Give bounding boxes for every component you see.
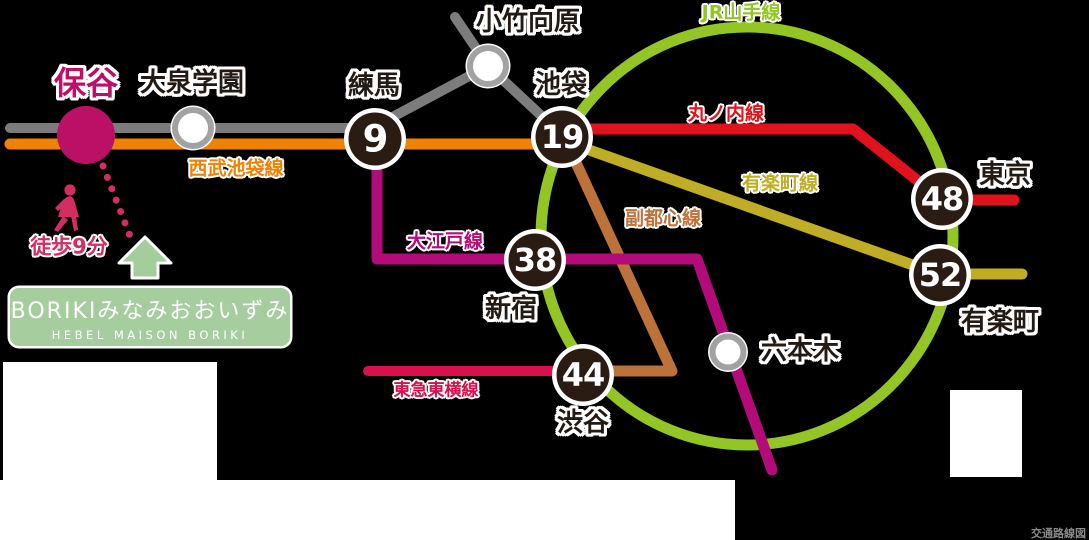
location-arrow-icon bbox=[117, 235, 173, 280]
station-label-shinjuku: 新宿 bbox=[484, 294, 538, 324]
line-label-fukutoshin: 副都心線 bbox=[624, 207, 702, 230]
station-label-tokyo: 東京 bbox=[978, 160, 1032, 190]
station-circle-roppongi bbox=[708, 332, 748, 372]
person-arm bbox=[55, 199, 66, 211]
property-subtitle: HEBEL MAISON BORIKI bbox=[51, 327, 249, 342]
white-panel-bottom bbox=[0, 480, 735, 540]
white-panel-right bbox=[950, 390, 1022, 477]
station-circle-hoya bbox=[57, 106, 115, 164]
station-label-ikebukuro: 池袋 bbox=[534, 70, 588, 100]
minutes-yurakucho: 52 bbox=[918, 256, 963, 294]
station-circle-nerima bbox=[344, 108, 406, 170]
station-circle-oizumi-gakuen bbox=[170, 105, 216, 151]
station-circle-ikebukuro bbox=[531, 106, 593, 168]
station-disc bbox=[915, 172, 969, 226]
minutes-ikebukuro: 19 bbox=[540, 118, 585, 156]
line-label-marunouchi: 丸ノ内線 bbox=[687, 102, 765, 125]
minutes-shibuya: 44 bbox=[561, 356, 606, 394]
station-ring bbox=[709, 333, 747, 371]
station-label-roppongi: 六本木 bbox=[760, 336, 840, 366]
minutes-shinjuku: 38 bbox=[513, 241, 558, 279]
station-circle-shinjuku bbox=[504, 229, 566, 291]
station-disc bbox=[508, 233, 562, 287]
station-disc bbox=[556, 348, 610, 402]
property-title: BORIKIみなみおおいずみ bbox=[10, 298, 290, 324]
station-label-shibuya: 渋谷 bbox=[556, 408, 610, 438]
marunouchi-line bbox=[556, 123, 1020, 206]
station-label-yurakucho: 有楽町 bbox=[960, 307, 1040, 337]
person-back-leg bbox=[71, 216, 78, 231]
property-name-box: BORIKIみなみおおいずみ HEBEL MAISON BORIKI bbox=[10, 288, 290, 346]
station-label-hoya: 保谷 bbox=[53, 64, 119, 102]
station-circle-kotake-mukaihara bbox=[465, 43, 511, 89]
line-label-oedo: 大江戸線 bbox=[406, 230, 484, 253]
station-ring bbox=[467, 45, 509, 87]
minutes-tokyo: 48 bbox=[920, 180, 965, 218]
walking-person-icon bbox=[54, 184, 79, 232]
station-label-oizumi-gakuen: 大泉学園 bbox=[139, 68, 245, 98]
line-label-yurakucho: 有楽町線 bbox=[741, 172, 819, 195]
walk-time-label: 徒歩9分 bbox=[30, 234, 108, 259]
station-circle-tokyo bbox=[911, 168, 973, 230]
station-disc bbox=[348, 112, 402, 166]
station-ring bbox=[172, 107, 214, 149]
person-front-leg bbox=[54, 216, 68, 232]
station-disc bbox=[913, 248, 967, 302]
minutes-nerima: 9 bbox=[362, 117, 389, 161]
station-label-kotake-mukaihara: 小竹向原 bbox=[475, 7, 581, 37]
line-label-seibu-ikebukuro: 西武池袋線 bbox=[188, 157, 284, 180]
station-label-nerima: 練馬 bbox=[347, 71, 401, 101]
station-circle-yurakucho bbox=[909, 244, 971, 306]
line-label-jr-yamanote: JR山手線 bbox=[701, 1, 781, 24]
white-panel-left bbox=[3, 362, 217, 480]
station-circle-shibuya bbox=[552, 344, 614, 406]
person-head bbox=[64, 184, 76, 196]
fukutoshin-line bbox=[560, 135, 678, 377]
station-disc bbox=[535, 110, 589, 164]
walk-dotted-path bbox=[99, 162, 136, 245]
watermark-label: 交通路線図 bbox=[1031, 527, 1086, 540]
line-label-tokyu-toyoko: 東急東横線 bbox=[393, 380, 479, 401]
